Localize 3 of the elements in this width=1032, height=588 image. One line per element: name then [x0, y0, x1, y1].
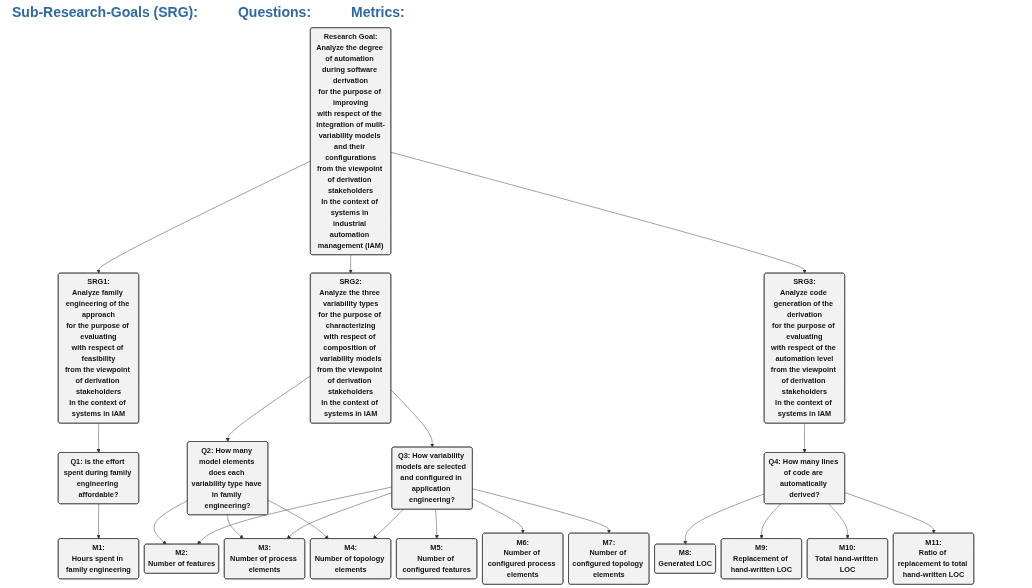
section-heading: Questions:	[237, 4, 312, 20]
section-heading: Metrics:	[351, 4, 405, 20]
section-heading: Sub-Research-Goals (SRG):	[12, 4, 198, 20]
